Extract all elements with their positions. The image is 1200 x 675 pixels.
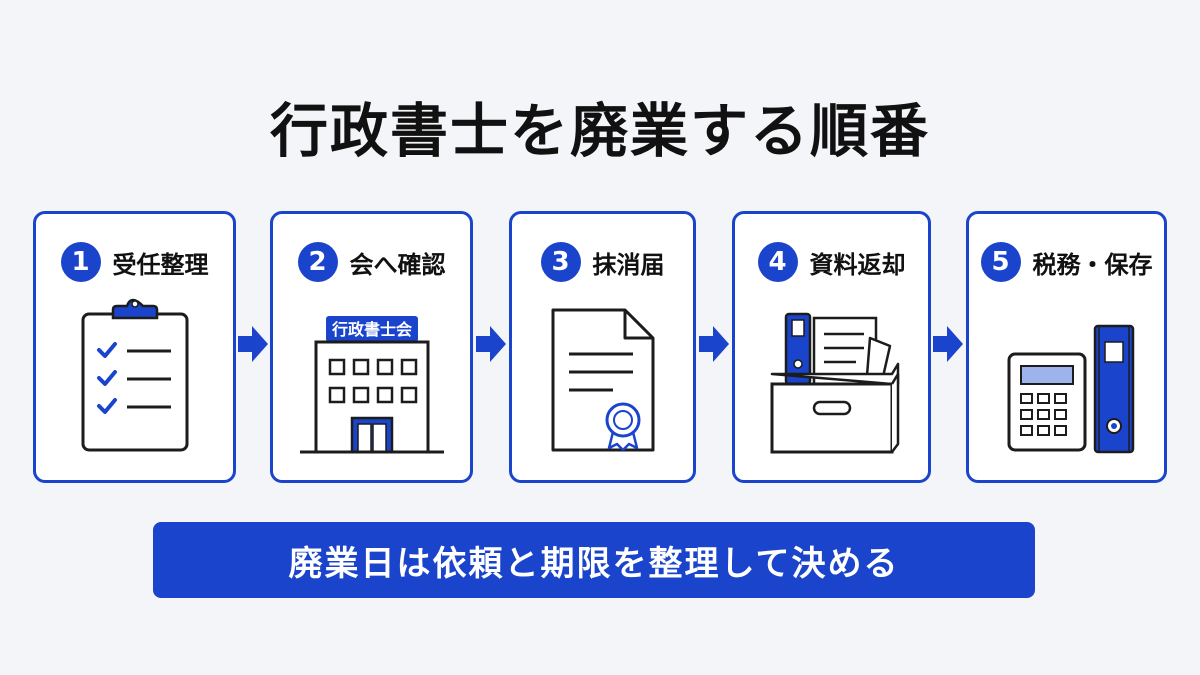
step-number-badge: 1 bbox=[60, 242, 101, 282]
step-label: 会へ確認 bbox=[349, 250, 446, 279]
step-header: 1 受任整理 bbox=[36, 240, 233, 284]
certificate-document-icon bbox=[512, 298, 693, 468]
step-label: 税務・保存 bbox=[1032, 250, 1153, 279]
step-label: 資料返却 bbox=[809, 250, 906, 279]
summary-banner: 廃業日は依頼と期限を整理して決める bbox=[153, 522, 1035, 598]
step-header: 3 抹消届 bbox=[512, 240, 693, 284]
page-title: 行政書士を廃業する順番 bbox=[269, 97, 930, 165]
step-card-5: 5 税務・保存 bbox=[966, 211, 1167, 483]
arrow-right-icon bbox=[697, 324, 731, 368]
arrow-right-icon bbox=[236, 324, 270, 368]
document-box-icon bbox=[735, 298, 928, 468]
step-header: 2 会へ確認 bbox=[273, 240, 470, 284]
step-number-badge: 5 bbox=[980, 242, 1021, 282]
step-number-badge: 4 bbox=[757, 242, 798, 282]
step-number-badge: 3 bbox=[540, 242, 581, 282]
step-card-3: 3 抹消届 bbox=[509, 211, 696, 483]
step-label: 受任整理 bbox=[112, 250, 209, 279]
step-card-1: 1 受任整理 bbox=[33, 211, 236, 483]
step-header: 5 税務・保存 bbox=[969, 240, 1164, 284]
step-card-4: 4 資料返却 bbox=[732, 211, 931, 483]
clipboard-checklist-icon bbox=[36, 298, 233, 468]
arrow-right-icon bbox=[931, 324, 965, 368]
arrow-right-icon bbox=[474, 324, 508, 368]
step-header: 4 資料返却 bbox=[735, 240, 928, 284]
step-card-2: 2 会へ確認 行政書士会 bbox=[270, 211, 473, 483]
association-building-icon: 行政書士会 bbox=[273, 298, 470, 468]
building-sign: 行政書士会 bbox=[330, 320, 411, 339]
step-number-badge: 2 bbox=[297, 242, 338, 282]
calculator-binder-icon bbox=[969, 298, 1164, 468]
step-label: 抹消届 bbox=[592, 250, 665, 279]
